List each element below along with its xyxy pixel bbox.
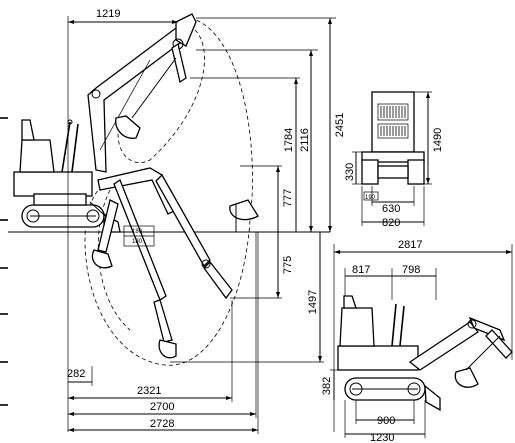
boom-lowered [91, 167, 233, 359]
dim-900: 900 [377, 415, 395, 427]
machine-body [13, 119, 121, 233]
dim-2116: 2116 [299, 128, 311, 152]
side-view-working-range: 180 180 1219 2451 2116 [0, 8, 346, 434]
dim-2817: 2817 [398, 239, 422, 251]
dim-775: 775 [282, 256, 294, 274]
dim-2321: 2321 [137, 385, 161, 397]
dim-777: 777 [282, 189, 294, 207]
dim-190: 190 [365, 195, 376, 201]
dim-2451: 2451 [334, 113, 346, 137]
dim-382: 382 [321, 377, 333, 395]
bucket-far [229, 199, 259, 232]
dim-630: 630 [382, 203, 400, 215]
working-envelope [84, 17, 253, 366]
dim-1784: 1784 [283, 128, 295, 152]
inner-envelope [117, 29, 205, 163]
left-edge-marks [0, 117, 8, 406]
angle-annotation: 180 180 [123, 225, 155, 247]
dim-1219-line: 1219 [67, 8, 178, 230]
dim-817: 817 [352, 264, 370, 276]
dim-2728: 2728 [150, 418, 174, 430]
transport-view: 2817 817 798 382 900 [321, 239, 513, 443]
dim-1219: 1219 [96, 8, 120, 20]
dim-180-lower: 180 [132, 239, 143, 245]
dim-1230: 1230 [370, 432, 394, 443]
dim-282: 282 [67, 368, 85, 380]
horizontal-dims: 282 2321 2700 2728 [67, 230, 259, 434]
boom-raised [87, 13, 197, 173]
dim-1497: 1497 [307, 290, 319, 314]
dim-180-upper: 180 [132, 229, 143, 235]
dim-330: 330 [344, 163, 356, 181]
dim-2700: 2700 [150, 401, 174, 413]
dim-820: 820 [382, 217, 400, 229]
dim-798: 798 [402, 264, 420, 276]
front-view: 1490 330 190 630 820 [344, 91, 444, 229]
dim-1490: 1490 [432, 128, 444, 152]
